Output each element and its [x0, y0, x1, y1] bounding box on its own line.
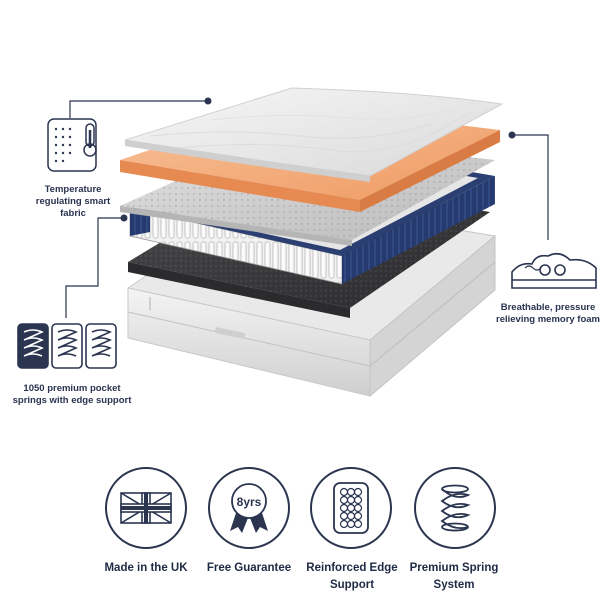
top-fabric-layer — [124, 87, 504, 182]
callout-lines — [65, 100, 549, 318]
premium-spring-badge — [414, 467, 496, 549]
badge-label-free-guarantee: Free Guarantee — [206, 562, 292, 574]
reinforced-edge-badge — [310, 467, 392, 549]
made-in-uk-badge — [105, 467, 187, 549]
callout-memory-foam-text: Breathable, pressure relieving memory fo… — [496, 302, 600, 325]
badge-label-premium-spring: Premium Spring System — [409, 562, 499, 591]
badge-label-reinforced-edge: Reinforced Edge Support — [306, 562, 398, 591]
callout-springs-text: 1050 premium pocket springs with edge su… — [12, 383, 132, 406]
callout-dot-temperature — [204, 97, 212, 105]
union-flag-icon — [120, 492, 172, 524]
thermometer-fabric-icon — [47, 118, 97, 172]
pocket-spring-grid-icon — [333, 482, 369, 534]
coil-spring-icon — [440, 484, 471, 532]
pocket-springs-icon — [17, 323, 117, 369]
8yrs-icon-text: 8yrs — [237, 495, 262, 509]
memory-foam-body-icon — [511, 252, 597, 289]
callout-temperature-text: Temperature regulating smart fabric — [35, 184, 111, 219]
badge-label-made-in-uk: Made in the UK — [104, 562, 188, 574]
callout-dot-springs — [120, 214, 128, 222]
8yrs-ribbon-icon: 8yrs — [230, 483, 268, 533]
mattress-layers-illustration — [17, 87, 597, 398]
free-guarantee-badge: 8yrs — [208, 467, 290, 549]
callout-dot-memory-foam — [508, 131, 516, 139]
